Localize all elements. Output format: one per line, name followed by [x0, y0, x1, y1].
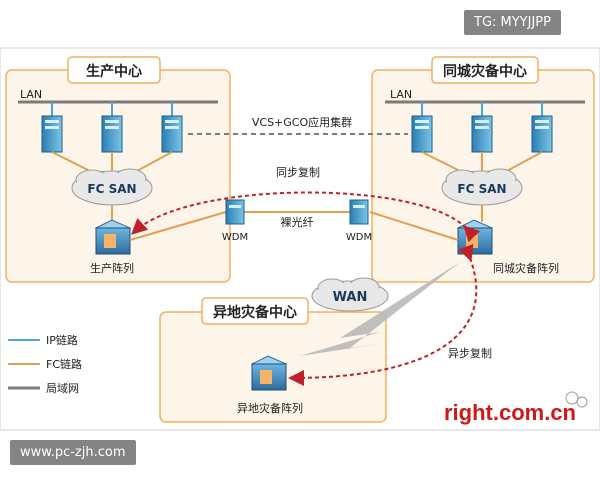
- async-label: 异步复制: [448, 346, 492, 360]
- production-center-panel: 生产中心 LAN FC SAN 生产阵列: [5, 56, 231, 283]
- production-san-label: FC SAN: [87, 182, 136, 196]
- watermark-tag: TG: MYYJJPP: [464, 10, 561, 35]
- remote-array-label: 异地灾备阵列: [237, 401, 303, 415]
- brand-logo: right.com.cn: [444, 400, 576, 425]
- server-icon: [41, 115, 63, 153]
- same-city-dr-panel: 同城灾备中心 LAN FC SAN 同城灾备阵列: [371, 56, 595, 283]
- production-lan-label: LAN: [20, 88, 42, 101]
- storage-array-icon: [94, 219, 132, 255]
- legend-label-fc: FC链路: [46, 357, 82, 371]
- same-city-center-title: 同城灾备中心: [443, 63, 527, 80]
- wechat-icon: [565, 391, 588, 408]
- legend: IP链路 FC链路 局域网: [8, 333, 82, 395]
- server-icon: [531, 115, 553, 153]
- wdm-device-icon: [225, 199, 245, 225]
- sync-label: 同步复制: [276, 165, 320, 179]
- production-center-title: 生产中心: [86, 63, 142, 80]
- remote-dr-panel: 异地灾备中心 异地灾备阵列: [159, 297, 387, 423]
- production-array-label: 生产阵列: [90, 261, 134, 275]
- same-city-lan-label: LAN: [390, 88, 412, 101]
- storage-array-icon: [250, 355, 288, 391]
- async-replication-arc: [288, 243, 478, 386]
- server-icon: [471, 115, 493, 153]
- same-city-array-label: 同城灾备阵列: [493, 261, 559, 275]
- fc-san-cloud: [71, 168, 153, 206]
- server-icon: [161, 115, 183, 153]
- remote-center-title: 异地灾备中心: [213, 304, 297, 321]
- wdm-device-icon: [349, 199, 369, 225]
- wan-label: WAN: [333, 290, 368, 305]
- fiber-label: 裸光纤: [281, 215, 314, 229]
- same-city-san-label: FC SAN: [457, 182, 506, 196]
- wdm-left-label: WDM: [222, 232, 248, 243]
- cluster-label: VCS+GCO应用集群: [252, 115, 352, 129]
- legend-label-lan: 局域网: [46, 382, 79, 395]
- server-icon: [411, 115, 433, 153]
- server-icon: [101, 115, 123, 153]
- wdm-right-label: WDM: [346, 232, 372, 243]
- sync-replication-arc: [131, 191, 481, 243]
- legend-label-ip: IP链路: [46, 333, 78, 347]
- footer-site: www.pc-zjh.com: [10, 440, 136, 465]
